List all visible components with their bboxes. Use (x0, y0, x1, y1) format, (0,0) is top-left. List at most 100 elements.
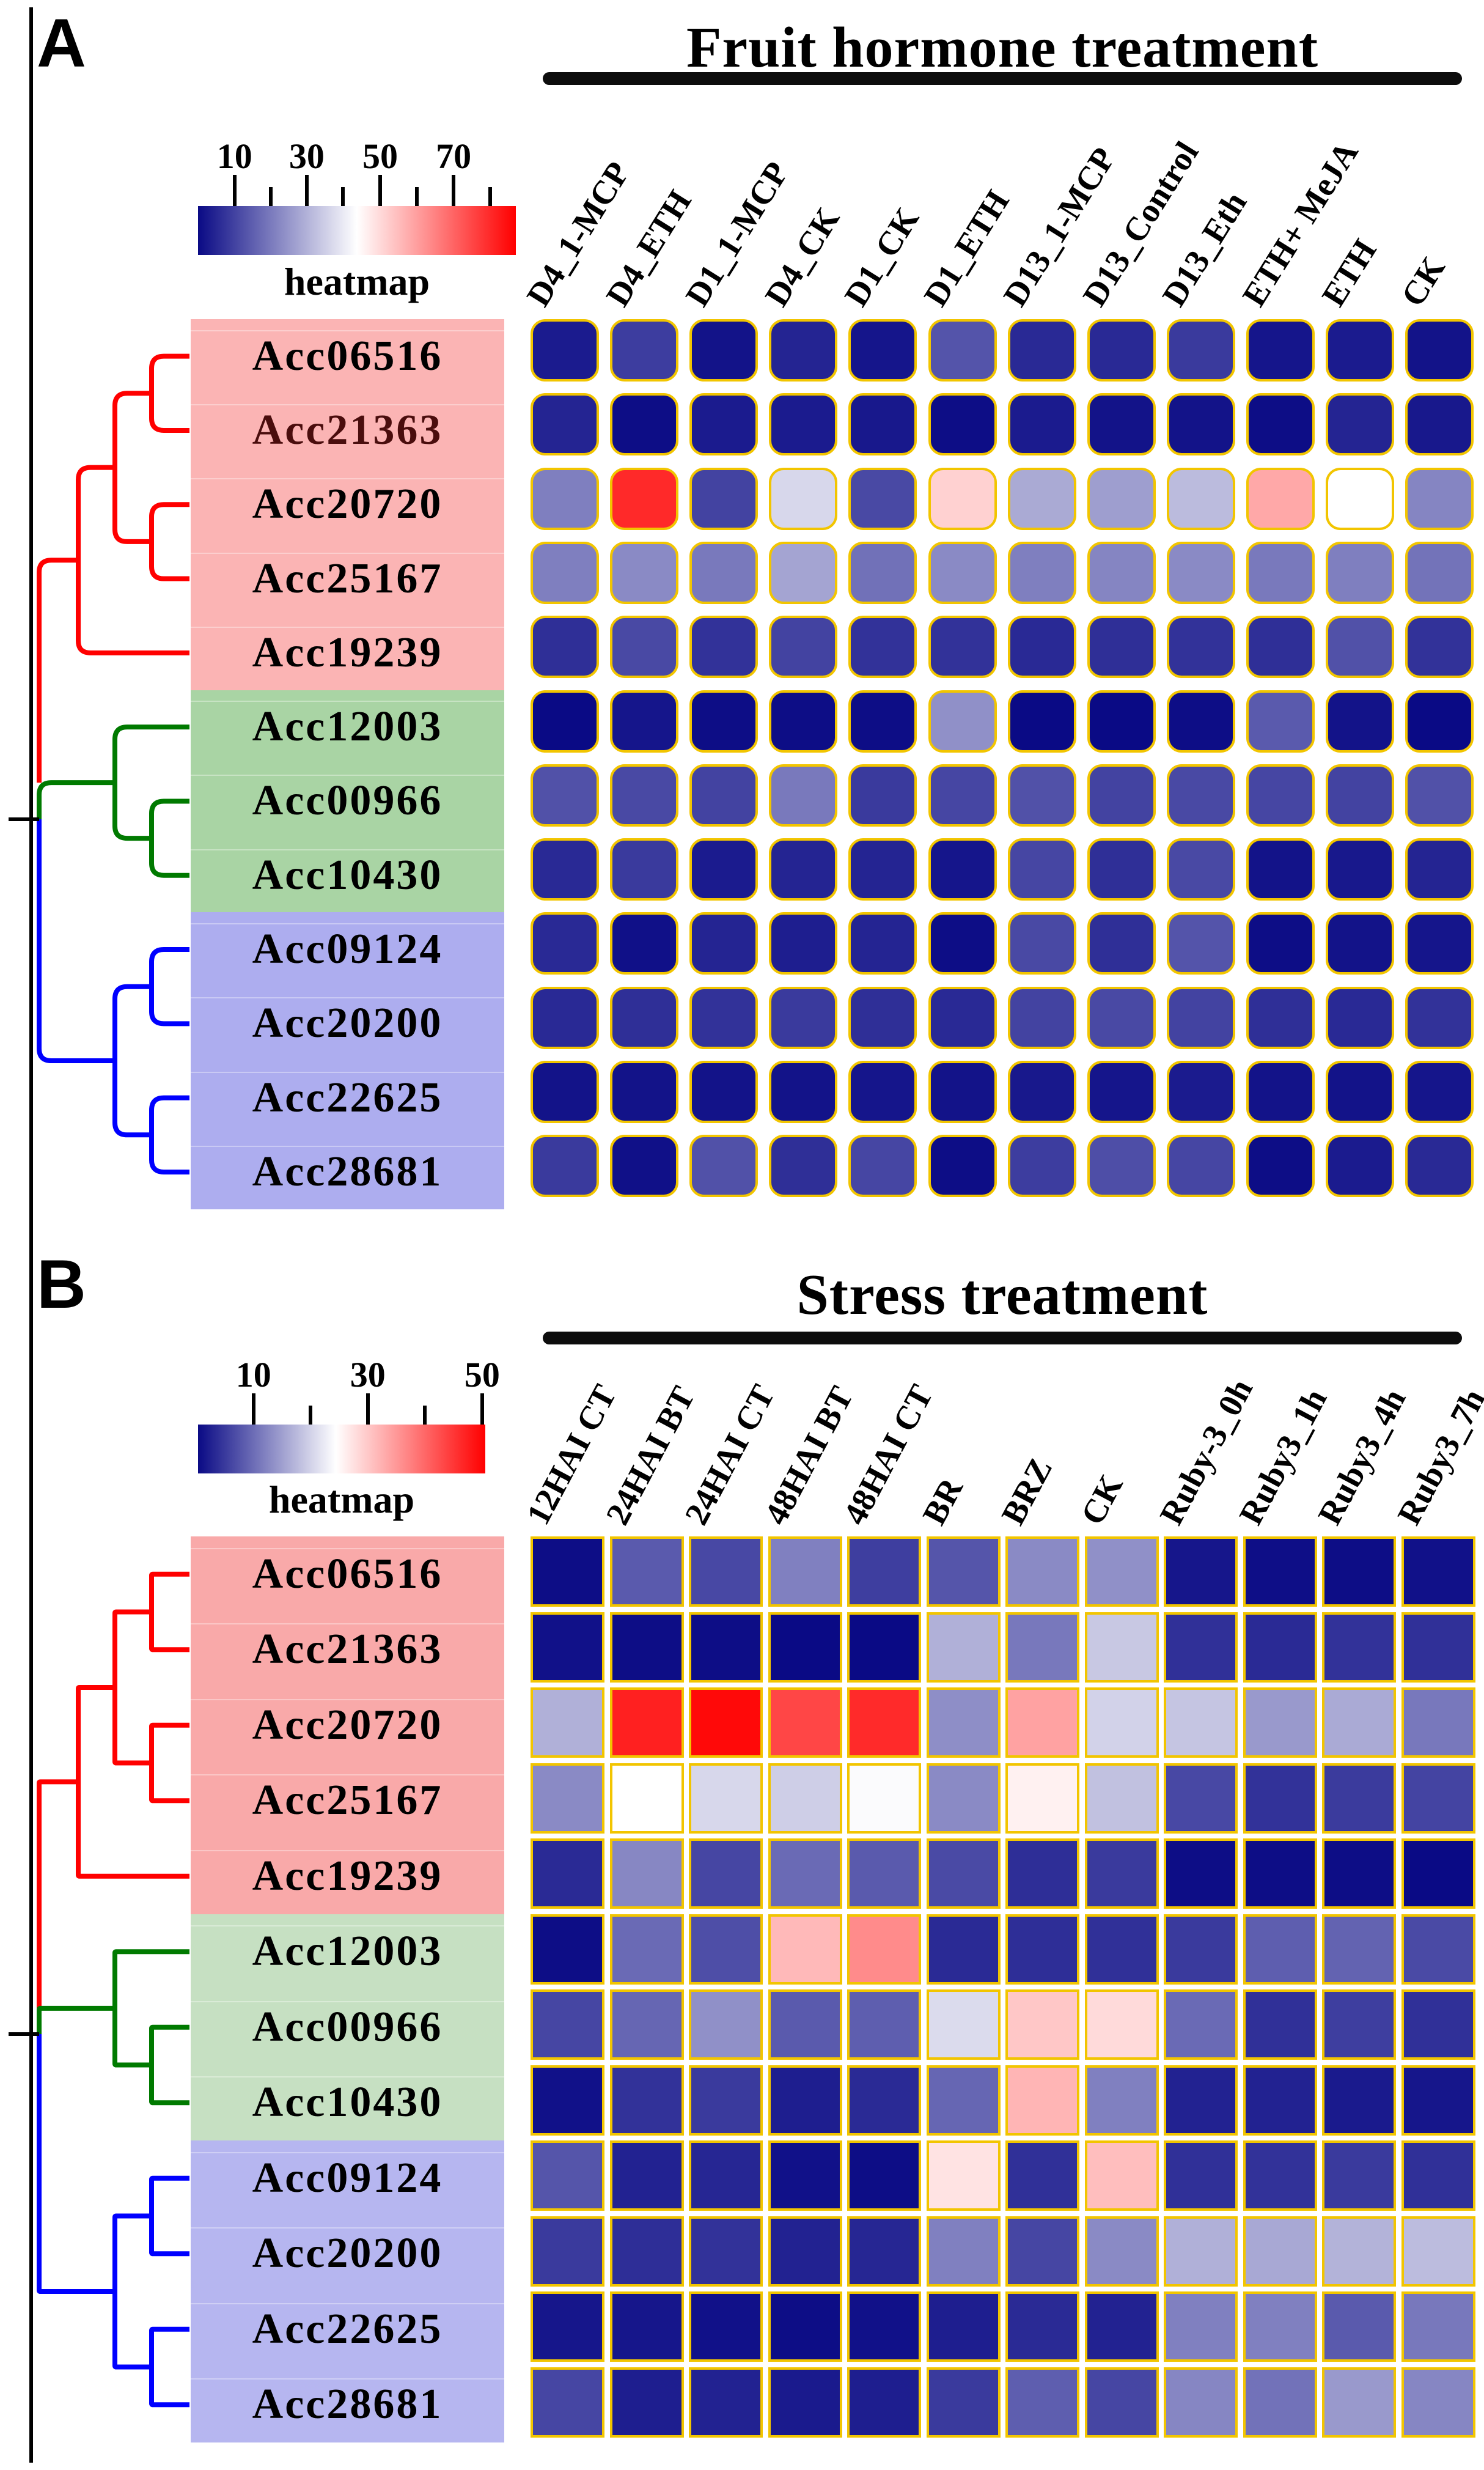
heatmap-cell (531, 2140, 604, 2211)
row-group-box-green (191, 690, 504, 913)
heatmap-cell (531, 393, 599, 456)
heatmap-cell (1166, 1135, 1235, 1198)
heatmap-cell (1164, 2216, 1238, 2287)
heatmap-cell (1087, 1061, 1156, 1123)
heatmap-cell (1005, 1536, 1079, 1607)
heatmap-cell (610, 912, 679, 975)
heatmap-cell (768, 1763, 842, 1834)
heatmap-cell (1005, 1687, 1079, 1758)
heatmap-cell (1084, 2065, 1159, 2136)
heatmap-cell (689, 2291, 763, 2362)
heatmap-cell (768, 2216, 842, 2287)
heatmap-cell (768, 2065, 842, 2136)
heatmap-cell (1326, 319, 1394, 382)
heatmap-cell (1401, 1687, 1475, 1758)
heatmap-cell (1326, 1061, 1394, 1123)
heatmap-cell (609, 2216, 684, 2287)
heatmap-cell (689, 912, 759, 975)
heatmap-cell (609, 2291, 684, 2362)
heatmap-cell (531, 838, 599, 901)
heatmap-cell (1084, 1914, 1159, 1985)
heatmap-cell (531, 2367, 604, 2438)
heatmap-cell (1405, 1061, 1474, 1123)
heatmap-cell (1246, 541, 1315, 604)
heatmap-cell (610, 764, 679, 827)
legend-tick (309, 1406, 313, 1425)
row-label: Acc06516 (191, 1548, 504, 1601)
legend-tick (365, 1393, 370, 1425)
dendrogram-branch (76, 1685, 189, 1879)
heatmap-cell (610, 467, 679, 530)
heatmap-cell (1246, 838, 1315, 901)
heatmap-cell (531, 1612, 604, 1683)
heatmap-cell (1005, 2140, 1079, 2211)
heatmap-cell (1246, 393, 1315, 456)
heatmap-cell (609, 1687, 684, 1758)
heatmap-cell (848, 690, 917, 753)
heatmap-cell (1401, 1612, 1475, 1683)
heatmap-cell (1322, 1914, 1396, 1985)
heatmap-cell (769, 467, 838, 530)
heatmap-cell (1007, 986, 1076, 1049)
heatmap-cell (610, 541, 679, 604)
heatmap-cell (1166, 838, 1235, 901)
heatmap-cell (1164, 1914, 1238, 1985)
color-scale-caption-b: heatmap (268, 1478, 415, 1521)
heatmap-cell (928, 1135, 997, 1198)
heatmap-cell (1005, 2065, 1079, 2136)
legend-tick (423, 1406, 427, 1425)
legend-tick (269, 187, 273, 206)
panel-a-title: Fruit hormone treatment (686, 16, 1319, 79)
heatmap-cell (610, 1135, 679, 1198)
heatmap-cell (689, 1989, 763, 2060)
heatmap-cell (1243, 2065, 1317, 2136)
legend-tick (452, 175, 456, 206)
heatmap-cell (1084, 1763, 1159, 1834)
heatmap-cell (1087, 838, 1156, 901)
heatmap-cell (689, 1914, 763, 1985)
heatmap-cell (847, 2065, 921, 2136)
legend-tick-label: 30 (350, 1355, 386, 1395)
heatmap-cell (1246, 1135, 1315, 1198)
heatmap-cell (689, 986, 759, 1049)
heatmap-cell (689, 2367, 763, 2438)
heatmap-cell (531, 1763, 604, 1834)
heatmap-cell (1243, 1687, 1317, 1758)
heatmap-cell (1401, 2065, 1475, 2136)
heatmap-cell (1087, 467, 1156, 530)
heatmap-cell (848, 838, 917, 901)
row-group-box-blue (191, 2140, 504, 2442)
heatmap-cell (926, 2367, 1001, 2438)
heatmap-cell (531, 2216, 604, 2287)
heatmap-cell (531, 1838, 604, 1909)
heatmap-cell (769, 616, 838, 679)
heatmap-cell (1322, 1536, 1396, 1607)
dendrogram-branch (37, 2005, 115, 2034)
heatmap-cell (1322, 2140, 1396, 2211)
panel-b-letter: B (37, 1246, 86, 1322)
heatmap-cell (1087, 319, 1156, 382)
row-label: Acc20200 (191, 997, 504, 1050)
heatmap-cell (1246, 986, 1315, 1049)
heatmap-cell (609, 1536, 684, 1607)
heatmap-cell (768, 1536, 842, 1607)
heatmap-cell (609, 1763, 684, 1834)
heatmap-cell (1322, 2367, 1396, 2438)
dendrogram-branch (37, 2034, 115, 2294)
heatmap-cell (926, 1536, 1001, 1607)
heatmap-cell (1246, 690, 1315, 753)
legend-tick (480, 1393, 484, 1425)
heatmap-cell (1243, 1989, 1317, 2060)
heatmap-cell (847, 1989, 921, 2060)
heatmap-cell (1405, 838, 1474, 901)
heatmap-cell (609, 1838, 684, 1909)
heatmap-cell (1084, 1536, 1159, 1607)
heatmap-cell (609, 2065, 684, 2136)
heatmap-cell (1405, 912, 1474, 975)
heatmap-cell (1084, 1838, 1159, 1909)
heatmap-cell (769, 912, 838, 975)
panel-a-letter: A (37, 5, 86, 81)
heatmap-cell (848, 319, 917, 382)
heatmap-cell (848, 1061, 917, 1123)
heatmap-cell (926, 1914, 1001, 1985)
